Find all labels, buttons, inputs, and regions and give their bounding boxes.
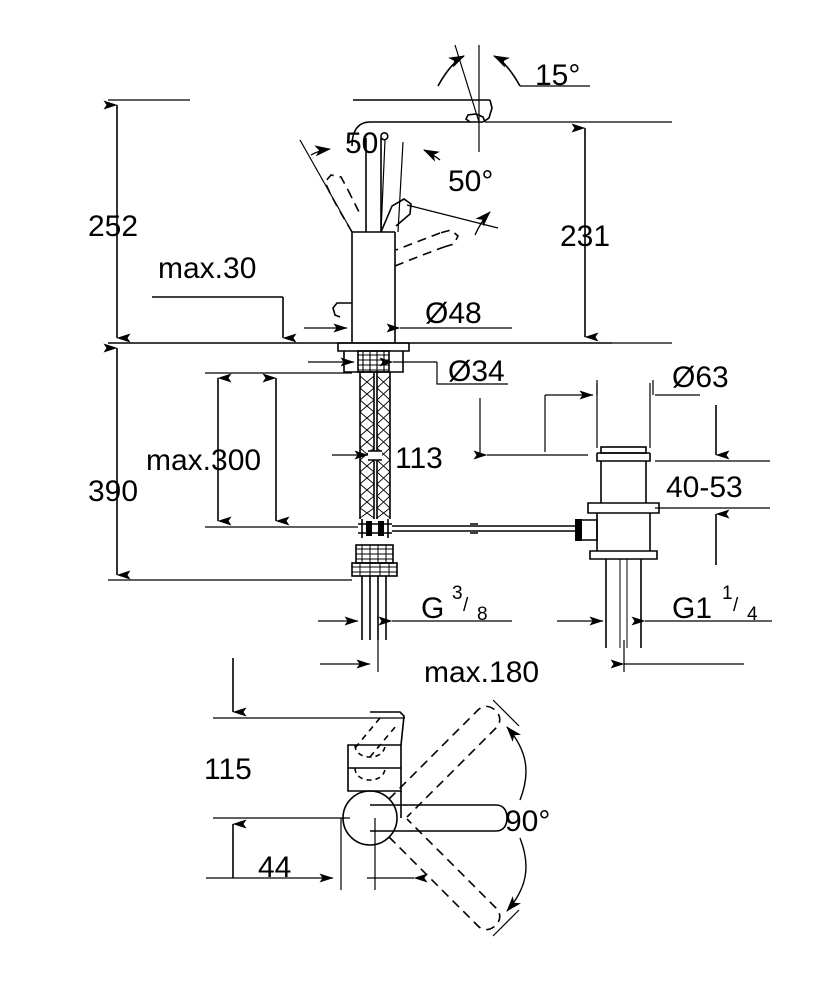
- label-d48: Ø48: [425, 297, 482, 330]
- pop-up-rod-hook: [332, 302, 352, 318]
- dim-90deg-arc: [492, 699, 527, 937]
- dim-115: [213, 658, 405, 878]
- lever-handle-ghost-open: [394, 229, 459, 267]
- dim-231: [485, 121, 672, 344]
- dim-d34: [308, 357, 508, 385]
- label-d34: Ø34: [448, 355, 505, 388]
- label-390: 390: [88, 475, 138, 508]
- label-g114-denominator: 4: [747, 604, 758, 625]
- label-g38-numerator: 3: [452, 583, 463, 604]
- dim-390: [103, 343, 352, 581]
- lever-handle-ghost-back: [324, 174, 361, 233]
- label-max30: max.30: [158, 252, 256, 285]
- dim-d63: [544, 380, 700, 452]
- supply-tails: [361, 576, 387, 640]
- dim-113: [332, 398, 588, 460]
- label-115: 115: [204, 753, 252, 786]
- label-d63: Ø63: [672, 361, 729, 394]
- label-252: 252: [88, 210, 138, 243]
- dim-252: [103, 99, 190, 343]
- label-g114-group: G1 1 / 4: [672, 583, 758, 625]
- lower-fixing-nut: [351, 544, 398, 577]
- label-g38-group: G 3 / 8: [421, 583, 488, 625]
- dim-max300: [205, 372, 358, 528]
- dim-max180: [320, 640, 744, 672]
- label-g38-g: G: [421, 592, 444, 625]
- label-50deg-back: 50°: [345, 127, 390, 160]
- plan-body-circle: [342, 790, 398, 846]
- plan-spout-ghost-up: [388, 705, 501, 818]
- lever-stem: [365, 138, 382, 232]
- dim-15deg: [437, 44, 590, 152]
- label-50deg-front: 50°: [448, 165, 493, 198]
- label-113: 113: [395, 442, 443, 475]
- label-15deg: 15°: [535, 59, 580, 92]
- label-g38-denominator: 8: [477, 604, 488, 625]
- dim-50deg-back: [299, 139, 386, 233]
- label-g114-g: G1: [672, 592, 712, 625]
- label-g114-numerator: 1: [722, 583, 733, 604]
- dimension-labels: 252 max.30 390 max.300 231 15° 50° 50° Ø…: [88, 59, 758, 884]
- dim-40-53: [655, 405, 770, 565]
- dim-max30: [152, 296, 297, 343]
- label-90deg: 90°: [505, 805, 550, 838]
- label-231: 231: [560, 220, 610, 253]
- flexible-hoses: [359, 372, 391, 519]
- plan-spout-arm: [370, 804, 508, 832]
- label-max300: max.300: [146, 444, 261, 477]
- dim-44: [206, 818, 428, 890]
- faucet-body: [351, 231, 396, 343]
- label-g38-slash: /: [463, 595, 469, 616]
- dim-50deg-front: [397, 141, 499, 236]
- threaded-shank: [357, 350, 390, 373]
- waste-drain-assembly: [575, 446, 660, 648]
- label-g114-slash: /: [733, 595, 739, 616]
- mounting-flange: [337, 342, 410, 373]
- lever-handle-neutral: [380, 198, 412, 233]
- plan-lever: [347, 711, 405, 818]
- label-40-53: 40-53: [666, 471, 743, 504]
- plan-spout-ghost-down: [388, 818, 501, 931]
- pull-rod-assembly: [358, 519, 582, 538]
- label-44: 44: [258, 851, 291, 884]
- spout-arm: [351, 99, 493, 147]
- label-max180: max.180: [424, 656, 539, 689]
